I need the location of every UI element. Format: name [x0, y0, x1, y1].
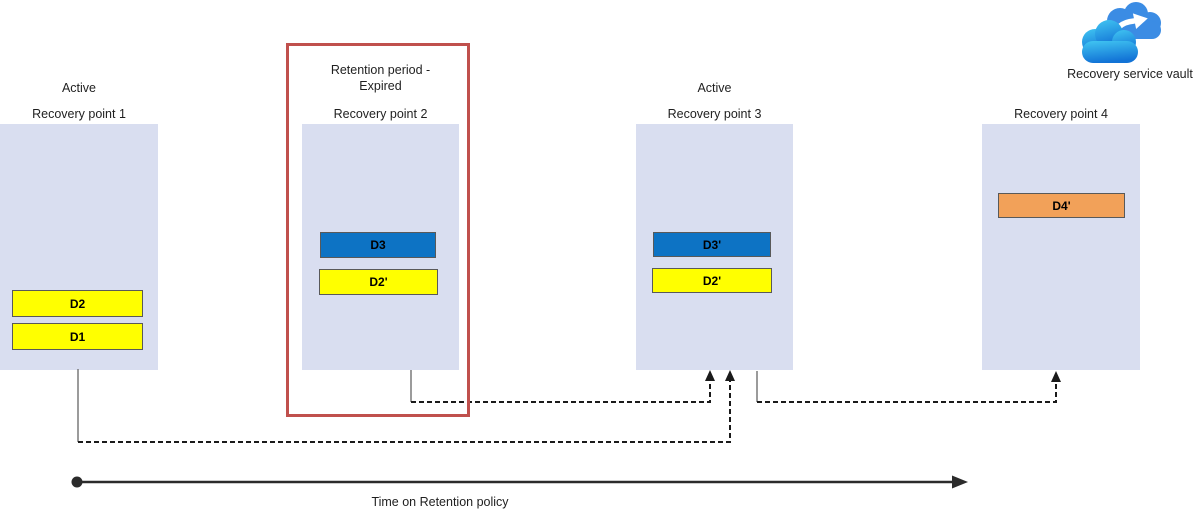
data-box-label: D2 [69, 296, 86, 311]
data-box-d2-prime-rp3: D2' [652, 268, 772, 293]
cloud-front [1082, 20, 1138, 63]
recovery-vault-label: Recovery service vault [1067, 67, 1193, 81]
data-box-label: D3' [702, 237, 722, 252]
rp3-to-rp4-arrowhead [1051, 371, 1061, 382]
data-box-d1: D1 [12, 323, 143, 350]
column-2-title: Recovery point 2 [333, 107, 428, 121]
data-box-label: D1 [69, 329, 86, 344]
column-1-title: Recovery point 1 [32, 107, 126, 121]
data-box-d2: D2 [12, 290, 143, 317]
recovery-vault-cloud-icon [1082, 2, 1161, 63]
recovery-point-4-column [982, 124, 1140, 370]
expired-highlight-outline [286, 43, 470, 417]
column-1-status-label: Active [61, 81, 97, 95]
data-box-label: D3 [370, 238, 386, 252]
rp2-to-rp3-arrowhead [705, 370, 715, 381]
rp1-to-rp3-arrowhead [725, 370, 735, 381]
data-box-d2-prime-rp2: D2' [319, 269, 438, 295]
data-box-label: D2' [369, 275, 388, 289]
data-box-label: D2' [702, 273, 722, 288]
timeline-start-dot [71, 476, 83, 488]
column-2-status-line1: Retention period - [330, 63, 431, 77]
data-box-d3-prime: D3' [653, 232, 771, 257]
column-3-status-label: Active [697, 81, 732, 95]
rp3-to-rp4-dashed-connector [757, 379, 1057, 403]
timeline-label: Time on Retention policy [371, 495, 509, 509]
column-4-title: Recovery point 4 [1014, 107, 1108, 121]
data-box-label: D4' [1052, 198, 1071, 213]
column-2-status-line2: Expired [359, 79, 402, 93]
data-box-d3: D3 [320, 232, 436, 258]
column-3-title: Recovery point 3 [667, 107, 762, 121]
timeline-arrowhead [952, 475, 968, 489]
data-box-d4-prime: D4' [998, 193, 1125, 218]
